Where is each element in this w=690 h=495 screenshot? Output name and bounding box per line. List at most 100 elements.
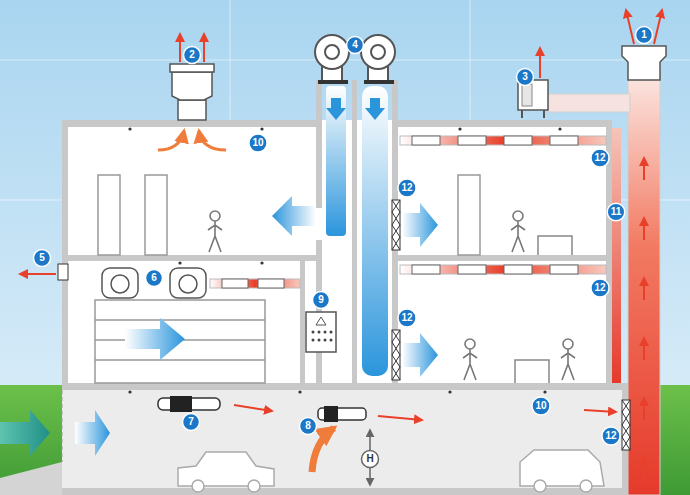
doors xyxy=(95,175,480,383)
control-panel xyxy=(318,331,321,334)
ceiling-sprinklers xyxy=(260,127,263,130)
doors xyxy=(458,175,480,255)
control-panel xyxy=(330,331,333,334)
tables xyxy=(515,360,549,383)
control-panel xyxy=(306,312,336,352)
extract-grille-ducts xyxy=(210,136,606,288)
callout-number: 1 xyxy=(641,30,647,40)
building-walls xyxy=(62,255,318,261)
twin-supply-fans xyxy=(325,45,339,59)
callout-circle xyxy=(517,69,534,86)
unit-heaters xyxy=(170,268,206,298)
callout-circle xyxy=(184,47,201,64)
people xyxy=(465,339,475,349)
doors xyxy=(145,175,167,255)
unit-heaters xyxy=(111,275,129,293)
extract-grille-ducts xyxy=(400,265,606,274)
building-walls xyxy=(300,261,305,383)
wall-grilles xyxy=(392,330,400,380)
roof-fan xyxy=(172,72,212,100)
chimney-fan xyxy=(626,10,634,44)
callout-number: 12 xyxy=(594,153,605,163)
dimension-circle xyxy=(362,451,379,468)
control-panel xyxy=(330,339,333,342)
people xyxy=(511,221,525,252)
cars xyxy=(178,450,604,492)
jet-fans xyxy=(312,428,334,472)
chimney-arrows xyxy=(643,338,645,360)
doors xyxy=(95,359,265,361)
callout-number: 4 xyxy=(352,40,358,50)
wall-grilles xyxy=(392,200,400,250)
callout-circle xyxy=(591,149,609,167)
chimney-arrows xyxy=(643,158,645,480)
callout-number: 6 xyxy=(151,273,157,283)
callout-circle xyxy=(347,37,364,54)
wall-fan xyxy=(58,264,68,280)
chimney-fan xyxy=(622,46,666,80)
roof-fan xyxy=(170,64,214,72)
cars xyxy=(248,480,260,492)
air-flow-arrows xyxy=(75,410,110,456)
callout-circle xyxy=(34,250,51,267)
control-panel xyxy=(312,331,315,334)
wall-grilles xyxy=(392,200,400,250)
ground xyxy=(0,385,690,495)
extract-grille-ducts xyxy=(550,136,578,145)
extract-grille-ducts xyxy=(258,279,284,288)
control-panel xyxy=(316,317,326,325)
callout-circle xyxy=(300,418,317,435)
roof-exhaust-unit xyxy=(521,110,523,118)
callout-number: 12 xyxy=(594,283,605,293)
building-walls xyxy=(352,80,357,388)
ceiling-sprinklers xyxy=(178,261,181,264)
extract-grille-ducts xyxy=(458,136,486,145)
twin-supply-fans xyxy=(318,80,348,84)
extract-grille-ducts xyxy=(504,136,532,145)
building-walls xyxy=(62,120,68,388)
ceiling-sprinklers xyxy=(298,390,301,393)
callout-circle xyxy=(636,27,653,44)
wall-grilles xyxy=(622,400,630,450)
roof-fan xyxy=(199,131,226,150)
callout-circle xyxy=(183,414,200,431)
doors xyxy=(95,319,265,321)
control-panel xyxy=(306,312,336,352)
garage-entrance xyxy=(62,390,63,462)
unit-heaters xyxy=(179,275,197,293)
tables xyxy=(538,236,572,255)
twin-supply-fans xyxy=(371,45,385,59)
callout-number: 5 xyxy=(39,253,45,263)
unit-heaters xyxy=(102,268,138,298)
extract-grille-ducts xyxy=(458,265,486,274)
air-flow-arrows xyxy=(0,196,438,456)
ceiling-sprinklers xyxy=(128,127,131,130)
control-panel xyxy=(318,339,321,342)
callout-number: 10 xyxy=(535,401,546,411)
callout-circle xyxy=(146,270,163,287)
people xyxy=(513,211,523,221)
callout-number: 9 xyxy=(318,295,324,305)
people xyxy=(561,349,575,380)
roof-fan xyxy=(158,34,226,150)
jet-fans xyxy=(378,416,422,420)
building-walls xyxy=(62,383,628,390)
chimney-duct xyxy=(612,128,621,383)
ceiling-sprinklers xyxy=(458,127,461,130)
people xyxy=(563,339,573,349)
extract-grille-ducts xyxy=(412,136,440,145)
jet-fans xyxy=(324,406,338,422)
chimney-arrows xyxy=(643,398,645,420)
ceiling-sprinklers xyxy=(558,127,561,130)
chimney-fan xyxy=(654,10,662,44)
extract-grille-ducts xyxy=(412,265,440,274)
callout-circle xyxy=(313,292,330,309)
jet-fans xyxy=(170,396,192,412)
building-walls xyxy=(62,120,322,127)
callout-circle xyxy=(532,397,550,415)
extract-grille-ducts xyxy=(400,136,606,145)
wall-grilles xyxy=(392,200,630,450)
